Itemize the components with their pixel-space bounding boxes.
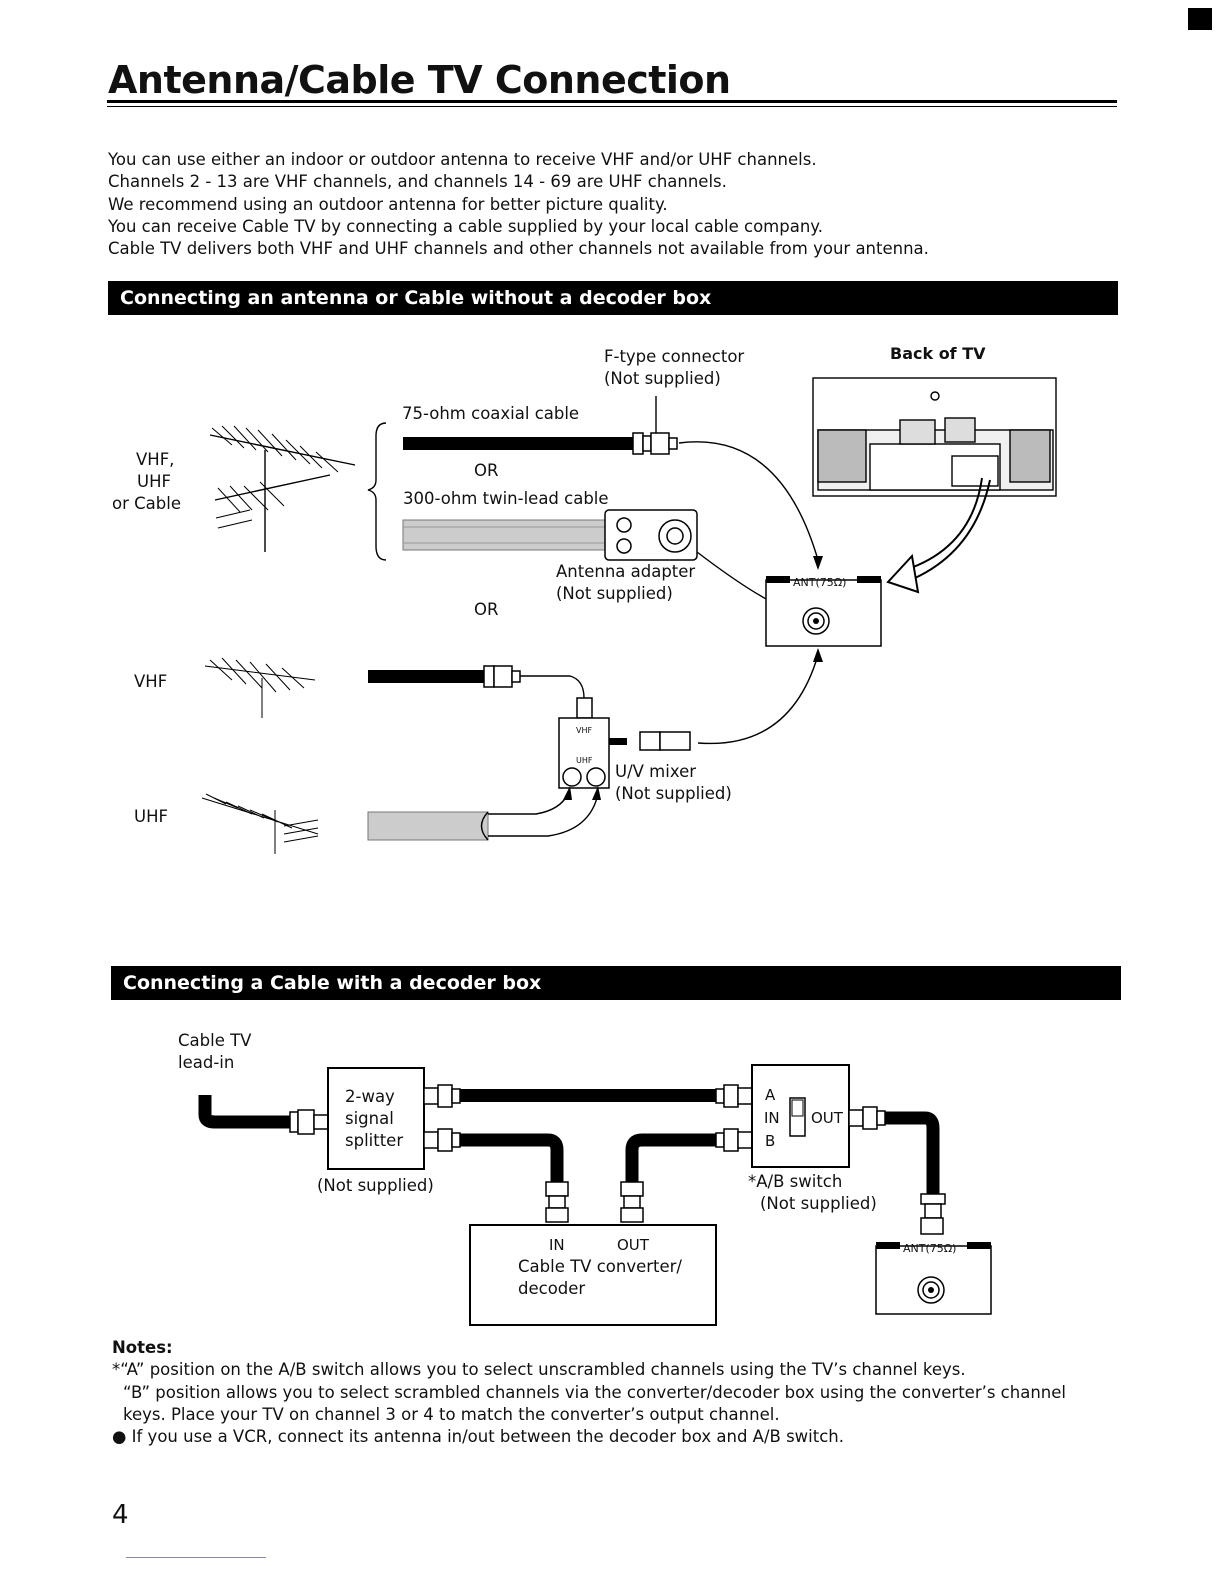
intro-line: Cable TV delivers both VHF and UHF chann… — [108, 239, 929, 259]
vhf-coax-cable — [368, 670, 486, 683]
ant-terminal-top — [765, 576, 882, 647]
label-cable-tv: Cable TV — [178, 1031, 252, 1050]
label-ab-a: A — [765, 1086, 776, 1104]
section-heading-no-decoder: Connecting an antenna or Cable without a… — [108, 281, 1118, 315]
decoder-connection-diagram — [198, 1064, 992, 1326]
label-adapter-not-supplied: (Not supplied) — [556, 584, 673, 603]
note-line: keys. Place your TV on channel 3 or 4 to… — [123, 1404, 780, 1424]
label-mixer-not-supplied: (Not supplied) — [615, 784, 732, 803]
antenna-connection-diagram — [201, 377, 1057, 854]
label-ab-not-supplied: (Not supplied) — [760, 1194, 877, 1213]
label-vhf-uhf-cable: or Cable — [112, 494, 181, 513]
label-splitter: 2-way — [345, 1087, 395, 1106]
cable-splitter-to-converter — [460, 1133, 564, 1182]
corner-tab-marker — [1188, 8, 1212, 30]
note-line: “B” position allows you to select scramb… — [123, 1382, 1066, 1402]
uhf-twin-lead-cable — [367, 811, 489, 841]
label-decoder: decoder — [518, 1279, 586, 1298]
label-twin-lead-cable: 300-ohm twin-lead cable — [403, 489, 609, 508]
label-or: OR — [474, 461, 499, 480]
twin-lead-cable — [402, 519, 614, 551]
label-lead-in: lead-in — [178, 1053, 235, 1072]
antenna-adapter — [604, 509, 698, 561]
bottom-rule — [126, 1557, 266, 1558]
bracket — [367, 422, 387, 561]
label-ab-out: OUT — [811, 1109, 843, 1127]
intro-line: We recommend using an outdoor antenna fo… — [108, 194, 668, 214]
intro-line: You can use either an indoor or outdoor … — [108, 150, 817, 169]
notes-block: Notes: *“A” position on the A/B switch a… — [112, 1337, 1066, 1448]
note-line: *“A” position on the A/B switch allows y… — [112, 1360, 966, 1380]
label-back-of-tv: Back of TV — [890, 344, 986, 363]
two-way-splitter — [327, 1067, 425, 1170]
cable-ab-to-tv — [885, 1111, 940, 1194]
cable-converter-box — [469, 1224, 717, 1326]
cable-splitter-to-ab — [460, 1089, 716, 1102]
note-line: ● If you use a VCR, connect its antenna … — [112, 1427, 844, 1447]
title-rule — [107, 100, 1117, 103]
f-connector — [632, 432, 678, 455]
label-or: OR — [474, 600, 499, 619]
label-splitter: splitter — [345, 1131, 404, 1150]
label-converter-in: IN — [549, 1236, 565, 1254]
cable-converter-to-ab — [625, 1133, 716, 1182]
intro-line: You can receive Cable TV by connecting a… — [108, 216, 823, 236]
label-converter-out: OUT — [617, 1236, 649, 1254]
page-number: 4 — [112, 1500, 129, 1530]
page-title: Antenna/Cable TV Connection — [108, 58, 731, 102]
label-ab-in: IN — [764, 1109, 780, 1127]
title-rule-thin — [107, 106, 1117, 107]
vhf-uhf-antenna-illustration — [209, 425, 356, 552]
notes-heading: Notes: — [112, 1338, 173, 1357]
label-splitter-not-supplied: (Not supplied) — [317, 1176, 434, 1195]
ant-terminal-bottom — [875, 1242, 992, 1315]
label-ab-switch: *A/B switch — [748, 1172, 843, 1191]
label-splitter: signal — [345, 1109, 394, 1128]
label-uv-mixer: U/V mixer — [615, 762, 697, 781]
tv-back-illustration — [812, 377, 1057, 497]
uhf-antenna-illustration — [201, 793, 319, 854]
label-ftype-connector: F-type connector — [604, 347, 745, 366]
uv-mixer — [558, 697, 610, 789]
label-coax-cable: 75-ohm coaxial cable — [402, 404, 580, 423]
label-vhf: VHF — [134, 672, 168, 691]
coax-cable — [403, 437, 635, 450]
intro-paragraph: You can use either an indoor or outdoor … — [108, 149, 929, 260]
label-ant-75-ohm: ANT(75Ω) — [793, 576, 847, 589]
label-ftype-not-supplied: (Not supplied) — [604, 369, 721, 388]
cable-lead-in — [198, 1095, 290, 1129]
label-vhf-uhf-cable: VHF, — [136, 450, 175, 469]
label-uhf: UHF — [134, 807, 168, 826]
section-heading-with-decoder: Connecting a Cable with a decoder box — [111, 966, 1121, 1000]
intro-line: Channels 2 - 13 are VHF channels, and ch… — [108, 172, 727, 192]
label-mixer-uhf: UHF — [576, 756, 593, 765]
vhf-antenna-illustration — [204, 657, 316, 718]
label-ab-b: B — [765, 1132, 776, 1150]
label-ant-75-ohm: ANT(75Ω) — [903, 1242, 957, 1255]
label-antenna-adapter: Antenna adapter — [556, 562, 696, 581]
label-converter: Cable TV converter/ — [518, 1257, 682, 1276]
label-vhf-uhf-cable: UHF — [137, 472, 171, 491]
label-mixer-vhf: VHF — [576, 726, 593, 735]
